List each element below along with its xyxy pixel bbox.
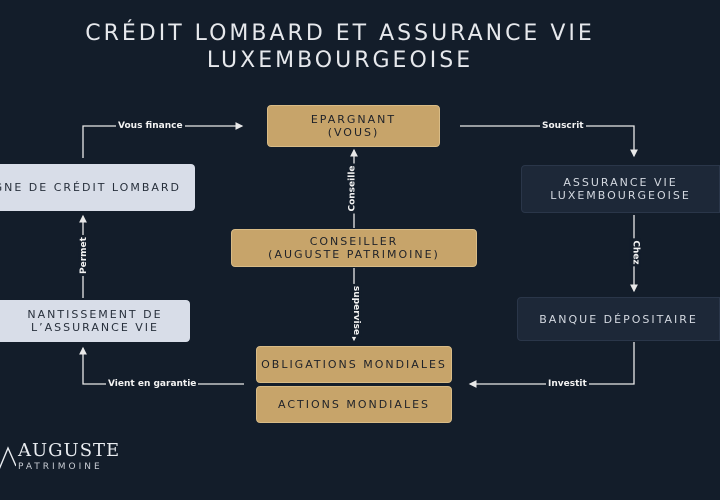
node-obligations-mondiales: OBLIGATIONS MONDIALES	[256, 346, 452, 383]
label-permet: Permet	[78, 235, 90, 276]
edge-vous-finance	[82, 122, 244, 158]
node-assurance-vie: ASSURANCE VIE LUXEMBOURGEOISE	[521, 165, 720, 213]
node-nantissement: NANTISSEMENT DE L’ASSURANCE VIE	[0, 300, 190, 342]
node-conseiller-line1: CONSEILLER	[309, 235, 399, 248]
node-ligne-credit-lombard: GNE DE CRÉDIT LOMBARD	[0, 164, 195, 211]
label-souscrit: Souscrit	[540, 121, 586, 132]
label-vient-en-garantie: Vient en garantie	[106, 379, 199, 390]
node-banque-depositaire: BANQUE DÉPOSITAIRE	[517, 297, 720, 341]
node-conseiller: CONSEILLER (AUGUSTE PATRIMOINE)	[231, 229, 477, 267]
node-epargnant: EPARGNANT (VOUS)	[267, 105, 440, 147]
title-line-1: CRÉDIT LOMBARD ET ASSURANCE VIE	[85, 21, 595, 46]
label-vous-finance: Vous finance	[116, 121, 185, 132]
node-actions-mondiales: ACTIONS MONDIALES	[256, 386, 452, 423]
label-chez: Chez	[629, 238, 641, 267]
node-nantissement-line2: L’ASSURANCE VIE	[31, 321, 159, 334]
node-obligations-line1: OBLIGATIONS MONDIALES	[261, 358, 447, 371]
company-logo: AUGUSTE PATRIMOINE	[0, 440, 130, 480]
node-epargnant-line2: (VOUS)	[327, 126, 380, 139]
title-line-2: LUXEMBOURGEOISE	[206, 48, 474, 73]
edge-souscrit	[460, 125, 638, 158]
node-ligne-credit-line1: GNE DE CRÉDIT LOMBARD	[0, 181, 181, 194]
node-assurance-vie-line1: ASSURANCE VIE	[563, 176, 678, 189]
node-epargnant-line1: EPARGNANT	[310, 113, 397, 126]
node-actions-line1: ACTIONS MONDIALES	[277, 398, 431, 411]
label-investit: Investit	[546, 379, 589, 390]
node-assurance-vie-line2: LUXEMBOURGEOISE	[550, 189, 691, 202]
logo-subtitle: PATRIMOINE	[18, 462, 103, 472]
label-supervise: supervise	[350, 283, 362, 338]
mountain-logo-icon	[0, 446, 16, 470]
node-banque-line1: BANQUE DÉPOSITAIRE	[539, 312, 698, 326]
label-conseille: Conseille	[347, 163, 359, 214]
logo-name: AUGUSTE	[18, 440, 121, 461]
edge-investit	[468, 342, 635, 388]
node-nantissement-line1: NANTISSEMENT DE	[27, 308, 163, 321]
node-conseiller-line2: (AUGUSTE PATRIMOINE)	[268, 248, 440, 261]
diagram-title: CRÉDIT LOMBARD ET ASSURANCE VIE LUXEMBOU…	[0, 20, 680, 74]
